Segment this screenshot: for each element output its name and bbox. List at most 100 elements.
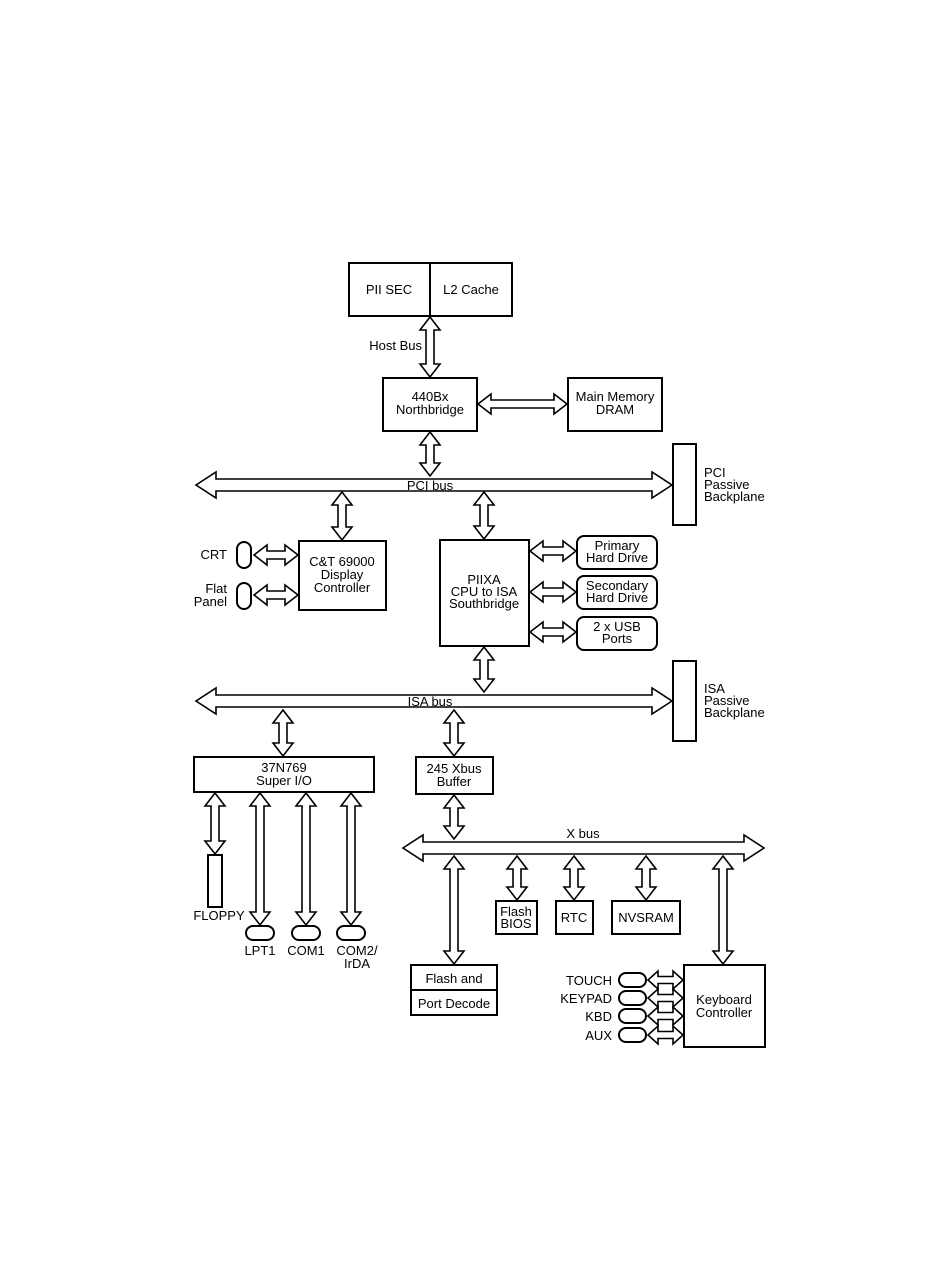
pci-backplane-box bbox=[672, 443, 697, 526]
memory-arrow-shape bbox=[476, 392, 569, 416]
super-io-line-1: 37N769 bbox=[261, 760, 307, 775]
isa-backplane-line-1: ISA bbox=[704, 681, 725, 696]
usb-ports-box bbox=[576, 616, 658, 651]
southbridge-isa-arrow-shape bbox=[472, 645, 496, 694]
primary-hard-drive-box bbox=[576, 535, 658, 570]
kbd-label: KBD bbox=[585, 1009, 612, 1024]
rtc-label: RTC bbox=[561, 910, 587, 925]
com2-line-1: COM2/ bbox=[336, 943, 378, 958]
flat-panel-arrow-shape bbox=[252, 583, 300, 607]
keyboard-controller-arrow-shape bbox=[711, 854, 735, 966]
display-controller-box bbox=[298, 540, 387, 611]
l2-cache-label: L2 Cache bbox=[443, 282, 499, 297]
kbd-connector bbox=[618, 1008, 647, 1024]
crt-connector bbox=[236, 541, 252, 569]
com2-connector bbox=[336, 925, 366, 941]
aux-connector bbox=[618, 1027, 647, 1043]
x-bus-arrow-shape bbox=[401, 833, 766, 863]
lpt1-arrow bbox=[248, 791, 272, 927]
com2-arrow-shape bbox=[339, 791, 363, 927]
secondary-hd-arrow bbox=[528, 580, 578, 604]
flat-panel-line-1: Flat bbox=[205, 581, 227, 596]
display-controller-line-1: C&T 69000 bbox=[309, 554, 375, 569]
flat-panel-line-2: Panel bbox=[194, 594, 227, 609]
host-bus-arrow-shape bbox=[418, 315, 442, 379]
isa-bus-label: ISA bus bbox=[408, 694, 453, 709]
keyboard-controller-box bbox=[683, 964, 766, 1048]
super-io-line-2: Super I/O bbox=[256, 773, 312, 788]
keypad-arrow bbox=[646, 987, 685, 1009]
com2-line-2: IrDA bbox=[344, 956, 370, 971]
super-io-box bbox=[193, 756, 375, 793]
flash-bios-line-2: BIOS bbox=[500, 916, 531, 931]
flat-panel-connector bbox=[236, 582, 252, 610]
southbridge-line-3: Southbridge bbox=[449, 596, 519, 611]
isa-xbus-buffer-arrow bbox=[442, 708, 466, 758]
isa-backplane-box bbox=[672, 660, 697, 742]
flash-bios-arrow bbox=[505, 854, 529, 902]
usb-line-1: 2 x USB bbox=[593, 619, 641, 634]
southbridge-line-1: PIIXA bbox=[467, 572, 501, 587]
isa-xbus-buffer-arrow-shape bbox=[442, 708, 466, 758]
touch-arrow bbox=[646, 969, 685, 991]
lpt1-connector bbox=[245, 925, 275, 941]
pci-display-arrow bbox=[330, 490, 354, 542]
aux-label: AUX bbox=[585, 1028, 612, 1043]
northbridge-pci-arrow bbox=[418, 430, 442, 478]
com2-arrow bbox=[339, 791, 363, 927]
com1-connector bbox=[291, 925, 321, 941]
northbridge-line-2: Northbridge bbox=[396, 402, 464, 417]
pci-southbridge-arrow-shape bbox=[472, 490, 496, 541]
touch-arrow-shape bbox=[646, 969, 685, 991]
crt-label: CRT bbox=[201, 547, 228, 562]
crt-arrow bbox=[252, 543, 300, 567]
isa-backplane-line-2: Passive bbox=[704, 693, 750, 708]
main-memory-line-2: DRAM bbox=[596, 402, 634, 417]
aux-arrow bbox=[646, 1024, 685, 1046]
xbus-buffer-line-2: Buffer bbox=[437, 774, 472, 789]
secondary-hd-arrow-shape bbox=[528, 580, 578, 604]
xbus-buffer-box bbox=[415, 756, 494, 795]
flash-port-arrow-shape bbox=[442, 854, 466, 966]
keypad-connector bbox=[618, 990, 647, 1006]
isa-superio-arrow-shape bbox=[271, 708, 295, 758]
isa-superio-arrow bbox=[271, 708, 295, 758]
com1-arrow bbox=[294, 791, 318, 927]
northbridge-line-1: 440Bx bbox=[412, 389, 449, 404]
nvsram-arrow bbox=[634, 854, 658, 902]
main-memory-box bbox=[567, 377, 663, 432]
primary-hd-arrow bbox=[528, 539, 578, 563]
flash-port-line-1: Flash and bbox=[425, 971, 482, 986]
keyboard-controller-line-2: Controller bbox=[696, 1005, 753, 1020]
isa-backplane-line-3: Backplane bbox=[704, 705, 765, 720]
southbridge-box bbox=[439, 539, 530, 647]
primary-hd-line-1: Primary bbox=[595, 538, 640, 553]
secondary-hd-line-1: Secondary bbox=[586, 578, 649, 593]
pii-sec-label: PII SEC bbox=[366, 282, 412, 297]
xbus-buffer-line-1: 245 Xbus bbox=[427, 761, 482, 776]
x-bus-arrow bbox=[401, 833, 766, 863]
rtc-arrow-shape bbox=[562, 854, 586, 902]
aux-arrow-shape bbox=[646, 1024, 685, 1046]
keyboard-controller-arrow bbox=[711, 854, 735, 966]
keyboard-controller-line-1: Keyboard bbox=[696, 992, 752, 1007]
northbridge-box bbox=[382, 377, 478, 432]
nvsram-label: NVSRAM bbox=[618, 910, 674, 925]
flash-bios-arrow-shape bbox=[505, 854, 529, 902]
primary-hd-arrow-shape bbox=[528, 539, 578, 563]
rtc-box bbox=[555, 900, 594, 935]
usb-arrow bbox=[528, 620, 578, 644]
pci-southbridge-arrow bbox=[472, 490, 496, 541]
pci-display-arrow-shape bbox=[330, 490, 354, 542]
kbd-arrow bbox=[646, 1005, 685, 1027]
lpt1-arrow-shape bbox=[248, 791, 272, 927]
pci-backplane-line-2: Passive bbox=[704, 477, 750, 492]
usb-line-2: Ports bbox=[602, 631, 633, 646]
floppy-label: FLOPPY bbox=[193, 908, 245, 923]
pci-bus-label: PCI bus bbox=[407, 478, 454, 493]
flash-port-arrow bbox=[442, 854, 466, 966]
display-controller-line-3: Controller bbox=[314, 580, 371, 595]
northbridge-pci-arrow-shape bbox=[418, 430, 442, 478]
secondary-hard-drive-box bbox=[576, 575, 658, 610]
